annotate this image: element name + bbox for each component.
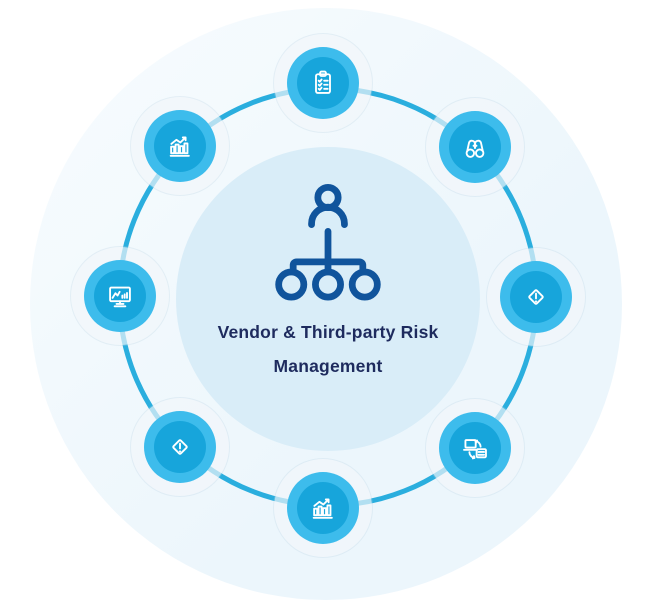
node-top-right [439, 111, 511, 183]
monitor-analytics-icon [109, 286, 131, 308]
node-top [287, 47, 359, 119]
node-bottom [287, 472, 359, 544]
growth-chart-icon [169, 136, 190, 157]
center-title: Vendor & Third-party Risk Management [198, 315, 458, 383]
center-title-line2: Management [273, 356, 383, 376]
org-chart-icon [275, 183, 381, 301]
center-title-line1: Vendor & Third-party Risk [217, 322, 439, 342]
node-bottom-right [439, 412, 511, 484]
alert-diamond-icon [528, 289, 544, 305]
center-circle: Vendor & Third-party Risk Management [176, 147, 480, 451]
node-left [84, 260, 156, 332]
data-sync-icon [463, 439, 487, 460]
alert-diamond-icon [172, 439, 188, 455]
clipboard-checklist-icon [315, 70, 331, 94]
node-bottom-left [144, 411, 216, 483]
node-right [500, 261, 572, 333]
growth-chart-icon [312, 498, 333, 519]
binoculars-icon [465, 139, 485, 158]
node-top-left [144, 110, 216, 182]
